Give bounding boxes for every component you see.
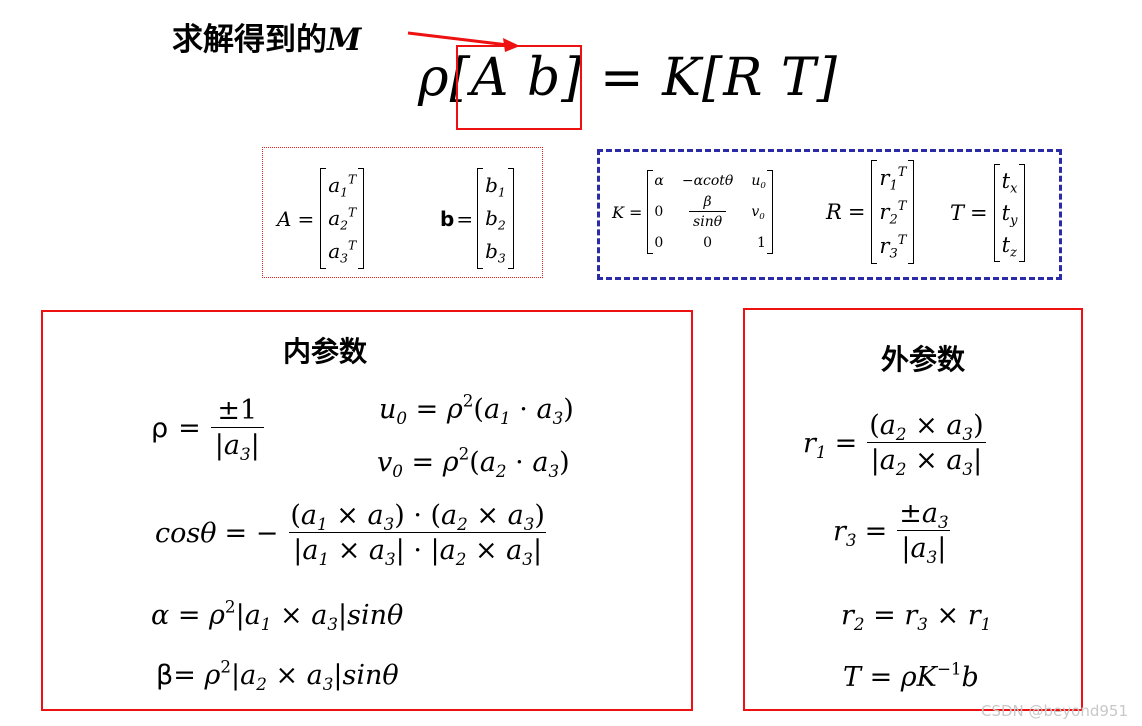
matrix-box-ab: A = a1T a2T a3T b = b1 b2 b3: [262, 147, 543, 278]
eq-v0: v0 = ρ2(a2 · a3): [377, 443, 570, 481]
eq-cos-theta: cosθ= − (a1 × a3) · (a2 × a3) |a1 × a3| …: [155, 500, 547, 569]
matrix-R-row: r1T: [879, 164, 907, 194]
matrix-b-row: b2: [485, 206, 506, 233]
matrix-K-cell: u0: [751, 172, 766, 191]
eq-alpha: α = ρ2|a1 × a3|sinθ: [151, 596, 404, 634]
matrix-T-name: T: [950, 201, 965, 225]
matrix-K-cell: 0: [703, 235, 713, 252]
matrix-A-row: a3T: [328, 237, 357, 266]
matrix-A-row: a1T: [328, 171, 357, 200]
main-equation-rhs: K[R T]: [662, 48, 838, 108]
eq-T: T = ρK−1b: [843, 658, 979, 693]
eq-r2: r2 = r3 × r1: [841, 600, 992, 634]
eq-r1: r1= (a2 × a3) |a2 × a3|: [803, 410, 988, 477]
matrix-K-cell: 0: [654, 235, 664, 252]
matrix-T-row: ty: [1001, 201, 1018, 229]
main-equation: ρ[A b] = K[R T]: [418, 48, 838, 108]
matrix-R: R = r1T r2T r3T: [826, 160, 915, 264]
main-equation-eq: =: [600, 48, 645, 108]
matrix-b: b = b1 b2 b3: [440, 168, 514, 269]
matrix-A: A = a1T a2T a3T: [277, 168, 365, 269]
headline-symbol: M: [327, 22, 362, 58]
matrix-T-row: tz: [1001, 233, 1017, 261]
matrix-K-name: K: [612, 202, 624, 222]
matrix-A-row: a2T: [328, 204, 357, 233]
matrix-b-name: b: [440, 206, 455, 231]
matrix-T: T = tx ty tz: [950, 164, 1026, 262]
matrix-K-cell: 0: [654, 203, 664, 220]
matrix-K-cell: 1: [756, 235, 766, 252]
matrix-R-row: r2T: [879, 198, 907, 228]
headline-text: 求解得到的: [172, 22, 327, 58]
matrix-T-row: tx: [1001, 169, 1018, 197]
matrix-R-row: r3T: [879, 232, 907, 262]
headline-label: 求解得到的M: [172, 14, 361, 59]
watermark: CSDN @beyond951: [981, 702, 1128, 720]
eq-r3: r3= ±a3|a3|: [833, 498, 951, 567]
matrix-b-row: b3: [485, 239, 506, 266]
intrinsic-title: 内参数: [283, 335, 368, 368]
matrix-A-name: A: [277, 206, 292, 231]
matrix-b-row: b1: [485, 173, 506, 200]
matrix-K-cell: v0: [751, 203, 765, 223]
eq-beta: β= ρ2|a2 × a3|sinθ: [156, 656, 399, 694]
matrix-R-name: R: [826, 200, 842, 224]
highlight-box-M: [456, 45, 582, 130]
eq-u0: u0 = ρ2(a1 · a3): [379, 390, 574, 428]
extrinsic-title: 外参数: [881, 343, 966, 376]
matrix-K-cell: −αcotθ: [681, 172, 734, 189]
extrinsic-panel: 外参数 r1= (a2 × a3) |a2 × a3| r3= ±a3|a3| …: [743, 308, 1083, 711]
eq-rho: ρ= ±1|a3|: [151, 395, 264, 462]
matrix-K-cell: α: [654, 172, 664, 189]
intrinsic-panel: 内参数 ρ= ±1|a3| u0 = ρ2(a1 · a3) v0 = ρ2(a…: [41, 310, 693, 711]
main-equation-lhs: ρ[A b]: [418, 48, 583, 108]
